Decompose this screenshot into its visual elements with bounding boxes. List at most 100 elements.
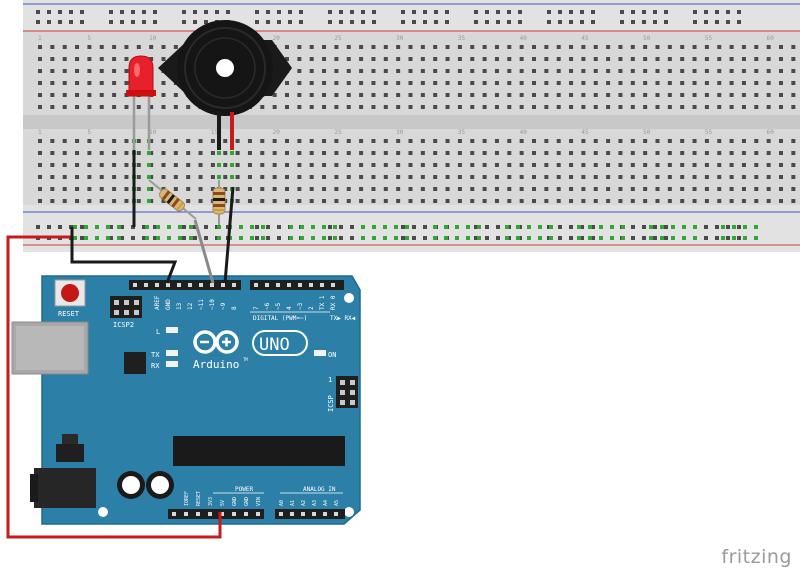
breadboard-hole	[544, 175, 549, 179]
power-pin-label: 5V	[220, 500, 226, 506]
breadboard-hole	[99, 105, 104, 109]
breadboard-hole	[112, 163, 117, 167]
breadboard-hole	[285, 151, 289, 155]
breadboard-hole	[173, 93, 178, 97]
breadboard-hole	[210, 187, 215, 191]
breadboard-hole	[593, 105, 598, 109]
breadboard-hole	[309, 93, 314, 97]
breadboard-hole	[433, 175, 438, 179]
breadboard-hole	[87, 163, 92, 167]
resistor-band-1	[213, 192, 225, 195]
breadboard-hole	[606, 139, 611, 143]
capacitor-top	[122, 476, 140, 494]
led-on-label: ON	[328, 351, 336, 359]
breadboard-hole	[50, 45, 55, 49]
breadboard-hole	[297, 151, 302, 155]
breadboard-hole	[136, 105, 141, 109]
rail-hole	[474, 236, 478, 240]
breadboard-hole	[766, 187, 771, 191]
header-pin	[188, 283, 192, 287]
breadboard-hole	[445, 151, 450, 155]
breadboard-hole	[507, 81, 512, 85]
breadboard-hole	[161, 199, 166, 203]
breadboard-hole	[433, 93, 438, 97]
breadboard-hole	[124, 151, 129, 155]
breadboard-hole	[420, 105, 425, 109]
rail-hole	[715, 225, 719, 229]
breadboard-hole	[507, 45, 512, 49]
power-label: POWER	[235, 486, 253, 493]
rail-hole	[485, 236, 489, 240]
breadboard-hole	[729, 151, 734, 155]
breadboard-hole	[149, 151, 154, 155]
header-pin	[232, 283, 236, 287]
breadboard-hole	[507, 69, 512, 73]
breadboard-hole	[173, 163, 178, 167]
breadboard-hole	[779, 45, 783, 49]
breadboard-hole	[692, 93, 697, 97]
breadboard-hole	[383, 163, 388, 167]
breadboard-hole	[754, 187, 759, 191]
rail-hole	[726, 236, 730, 240]
breadboard-hole	[643, 151, 648, 155]
rail-hole	[299, 10, 303, 14]
connected-hole	[444, 225, 448, 229]
breadboard-hole	[680, 57, 685, 61]
rail-hole	[434, 20, 438, 24]
breadboard-hole	[99, 139, 104, 143]
connected-hole	[682, 236, 686, 240]
breadboard-hole	[593, 57, 598, 61]
breadboard-hole	[704, 187, 709, 191]
breadboard-hole	[75, 139, 80, 143]
mount-hole	[344, 293, 354, 303]
rail-hole	[299, 20, 303, 24]
connected-hole	[230, 175, 234, 179]
breadboard-hole	[359, 151, 364, 155]
header-pin	[244, 512, 248, 516]
breadboard-hole	[433, 151, 438, 155]
breadboard-hole	[112, 105, 117, 109]
breadboard-hole	[532, 151, 536, 155]
breadboard-hole	[494, 57, 499, 61]
rail-hole	[109, 20, 113, 24]
breadboard-hole	[445, 163, 450, 167]
rail-hole	[412, 10, 416, 14]
breadboard-hole	[62, 187, 67, 191]
connected-hole	[147, 199, 151, 203]
reset-label: RESET	[58, 310, 80, 318]
breadboard-hole	[124, 139, 129, 143]
breadboard-hole	[50, 163, 55, 167]
header-pin	[279, 512, 283, 516]
breadboard-hole	[766, 45, 771, 49]
breadboard-hole	[112, 151, 117, 155]
breadboard-hole	[457, 81, 462, 85]
rail-hole	[277, 225, 281, 229]
breadboard-hole	[704, 199, 709, 203]
buzzer-resistor	[212, 180, 226, 225]
rail-hole	[204, 225, 208, 229]
breadboard-hole	[210, 175, 215, 179]
rail-hole	[693, 20, 697, 24]
header-pin	[220, 512, 224, 516]
breadboard-hole	[532, 105, 536, 109]
breadboard-hole	[433, 69, 438, 73]
connected-hole	[610, 236, 614, 240]
rail-hole	[558, 10, 562, 14]
rail-hole	[474, 225, 478, 229]
rail-hole	[153, 10, 157, 14]
breadboard-hole	[396, 175, 401, 179]
column-label: 45	[581, 35, 589, 42]
breadboard-hole	[75, 69, 80, 73]
breadboard-hole	[408, 105, 413, 109]
breadboard-hole	[519, 93, 524, 97]
rail-hole	[80, 20, 84, 24]
header-pin	[210, 283, 214, 287]
breadboard-hole	[334, 139, 339, 143]
breadboard-hole	[593, 163, 598, 167]
breadboard-hole	[161, 93, 166, 97]
breadboard-hole	[754, 139, 759, 143]
breadboard-hole	[532, 187, 536, 191]
breadboard-hole	[630, 163, 635, 167]
breadboard-hole	[741, 139, 746, 143]
